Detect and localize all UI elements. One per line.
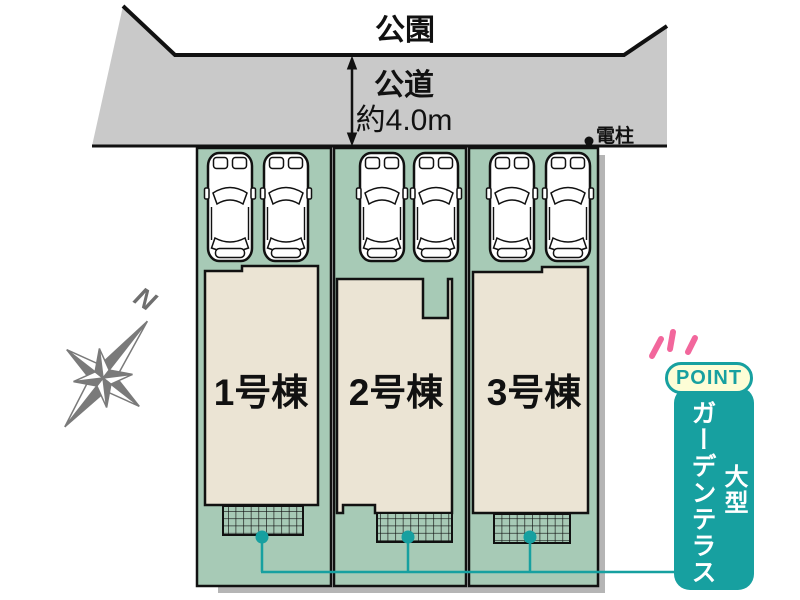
terrace-grid-1 bbox=[222, 505, 304, 536]
building-2-label: 2号棟 bbox=[348, 372, 444, 413]
car-icon bbox=[203, 151, 257, 263]
point-label: POINT bbox=[675, 366, 743, 389]
point-badge: POINT bbox=[665, 362, 753, 394]
terrace-marker bbox=[523, 530, 537, 544]
building-1-label: 1号棟 bbox=[213, 372, 309, 413]
lot-shadow bbox=[218, 155, 605, 593]
car-icon bbox=[355, 151, 409, 263]
terrace-grid-2 bbox=[376, 512, 453, 543]
utility-pole-dot bbox=[584, 136, 594, 146]
road-width-label: 約4.0m bbox=[355, 104, 453, 137]
feature-badge bbox=[674, 387, 754, 590]
car-icon bbox=[259, 151, 313, 263]
terrace-marker bbox=[401, 530, 415, 544]
feature-main-label: ガーデンテラス bbox=[688, 400, 716, 586]
building-3-shape bbox=[471, 265, 590, 515]
car-icon bbox=[541, 151, 595, 263]
buildings bbox=[203, 264, 590, 515]
parking-cars bbox=[203, 151, 595, 263]
terrace-marker bbox=[255, 530, 269, 544]
feature-sub-label: 大型 bbox=[720, 464, 747, 516]
sparkle-icon bbox=[649, 329, 698, 359]
building-3-label: 3号棟 bbox=[486, 372, 582, 413]
car-icon bbox=[485, 151, 539, 263]
building-1-shape bbox=[203, 264, 320, 507]
utility-pole-label: 電柱 bbox=[596, 126, 635, 147]
road-width-arrow bbox=[346, 55, 358, 147]
car-icon bbox=[409, 151, 463, 263]
park-label: 公園 bbox=[375, 14, 435, 47]
terrace-connector-line bbox=[255, 530, 690, 574]
compass-rose-icon bbox=[64, 320, 148, 428]
garden-terraces bbox=[222, 505, 571, 544]
road-label: 公道 bbox=[374, 69, 434, 102]
road-area bbox=[92, 4, 669, 148]
